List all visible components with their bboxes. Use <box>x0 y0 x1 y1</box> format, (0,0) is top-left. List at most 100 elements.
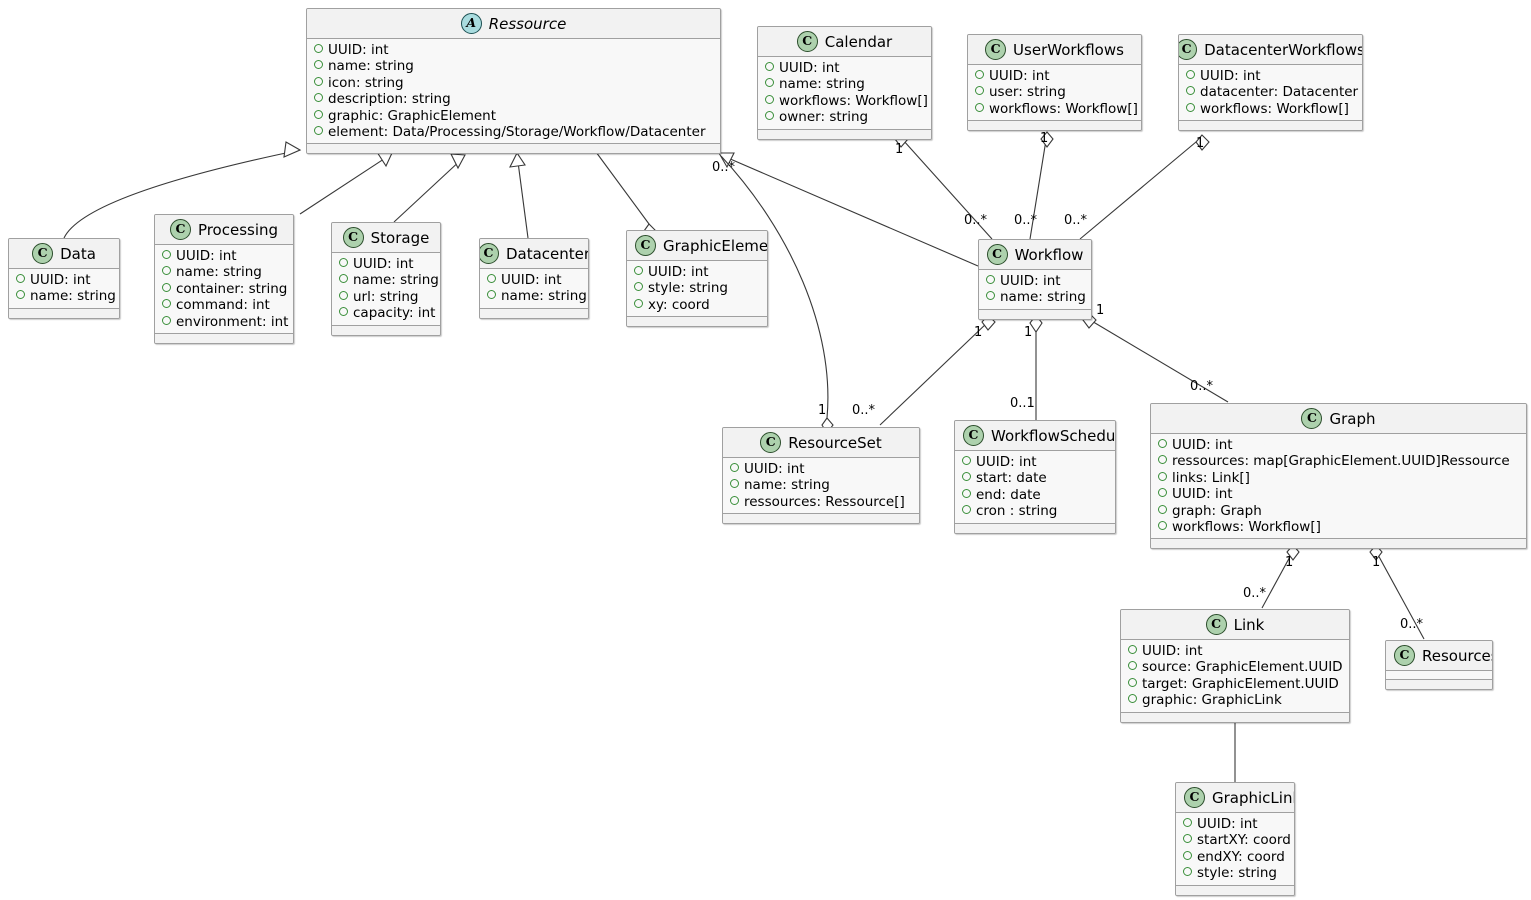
attribute-label: UUID: int <box>648 264 709 280</box>
attribute-label: UUID: int <box>501 272 562 288</box>
attribute-row: UUID: int <box>986 273 1085 289</box>
attribute-label: UUID: int <box>1197 816 1258 832</box>
attribute-label: name: string <box>328 58 414 75</box>
attribute-label: graphic: GraphicLink <box>1142 692 1282 709</box>
attribute-label: end: date <box>976 486 1041 503</box>
attribute-row: container: string <box>162 281 287 297</box>
visibility-public-icon <box>314 76 323 86</box>
visibility-public-icon <box>1186 86 1195 96</box>
attribute-row: source: GraphicElement.UUID <box>1128 659 1343 675</box>
attribute-label: workflows: Workflow[] <box>1172 519 1321 536</box>
attribute-label: UUID: int <box>353 256 414 272</box>
edge-storage-ressource <box>393 153 466 223</box>
attribute-label: UUID: int <box>176 248 237 264</box>
visibility-public-icon <box>765 78 774 88</box>
visibility-public-icon <box>634 282 643 292</box>
attribute-row: url: string <box>339 289 434 305</box>
visibility-public-icon <box>962 472 971 482</box>
class-title: Graph <box>1329 409 1376 428</box>
class-icon: C <box>1179 39 1198 60</box>
visibility-public-icon <box>765 62 774 71</box>
attribute-label: UUID: int <box>1000 273 1061 289</box>
visibility-public-icon <box>487 290 496 300</box>
attribute-label: UUID: int <box>1142 643 1203 659</box>
attribute-label: capacity: int <box>353 305 436 322</box>
attribute-label: UUID: int <box>989 68 1050 84</box>
class-title: Processing <box>197 220 279 239</box>
visibility-public-icon <box>765 111 774 121</box>
visibility-public-icon <box>1186 70 1195 79</box>
class-icon: C <box>985 39 1007 60</box>
method-compartment <box>155 334 293 344</box>
attribute-row: endXY: coord <box>1183 849 1288 865</box>
class-title: GraphicElement <box>663 236 768 255</box>
attribute-row: UUID: int <box>1183 816 1288 832</box>
edge-datacenter-ressource <box>509 151 529 239</box>
attribute-row: command: int <box>162 297 287 313</box>
attribute-label: UUID: int <box>30 272 91 288</box>
attribute-label: style: string <box>648 280 728 297</box>
attribute-label: datacenter: Datacenter <box>1200 84 1359 101</box>
method-compartment <box>480 308 588 318</box>
visibility-public-icon <box>162 315 171 325</box>
multiplicity-label: 0..1 <box>1010 396 1035 411</box>
attribute-label: source: GraphicElement.UUID <box>1142 659 1343 676</box>
method-compartment <box>1176 885 1294 895</box>
visibility-public-icon <box>1158 471 1167 481</box>
method-compartment <box>307 144 720 154</box>
multiplicity-label: 1 <box>1040 131 1049 146</box>
visibility-public-icon <box>975 102 984 112</box>
method-compartment <box>979 309 1091 319</box>
attribute-row: datacenter: Datacenter <box>1186 84 1359 101</box>
attribute-row: UUID: int <box>1158 437 1520 453</box>
method-compartment <box>627 317 767 327</box>
attribute-row: UUID: int <box>730 461 913 477</box>
visibility-public-icon <box>730 495 739 505</box>
multiplicity-label: 0..* <box>1243 586 1267 601</box>
class-icon: C <box>760 432 782 453</box>
attribute-row: target: GraphicElement.UUID <box>1128 676 1343 692</box>
visibility-public-icon <box>16 274 25 283</box>
attribute-label: description: string <box>328 91 451 108</box>
multiplicity-label: 0..* <box>964 213 988 228</box>
class-title: DatacenterWorkflows <box>1204 40 1363 59</box>
attribute-row: name: string <box>765 76 925 92</box>
visibility-public-icon <box>1183 834 1192 844</box>
visibility-public-icon <box>16 290 25 300</box>
class-title: GraphicLink <box>1212 788 1295 807</box>
visibility-public-icon <box>1128 645 1137 654</box>
attribute-label: ressources: map[GraphicElement.UUID]Ress… <box>1172 453 1510 470</box>
multiplicity-label: 0..* <box>1014 213 1038 228</box>
multiplicity-label: 0..* <box>712 160 736 175</box>
attribute-label: name: string <box>779 76 865 93</box>
visibility-public-icon <box>962 456 971 465</box>
attribute-row: name: string <box>314 58 714 74</box>
